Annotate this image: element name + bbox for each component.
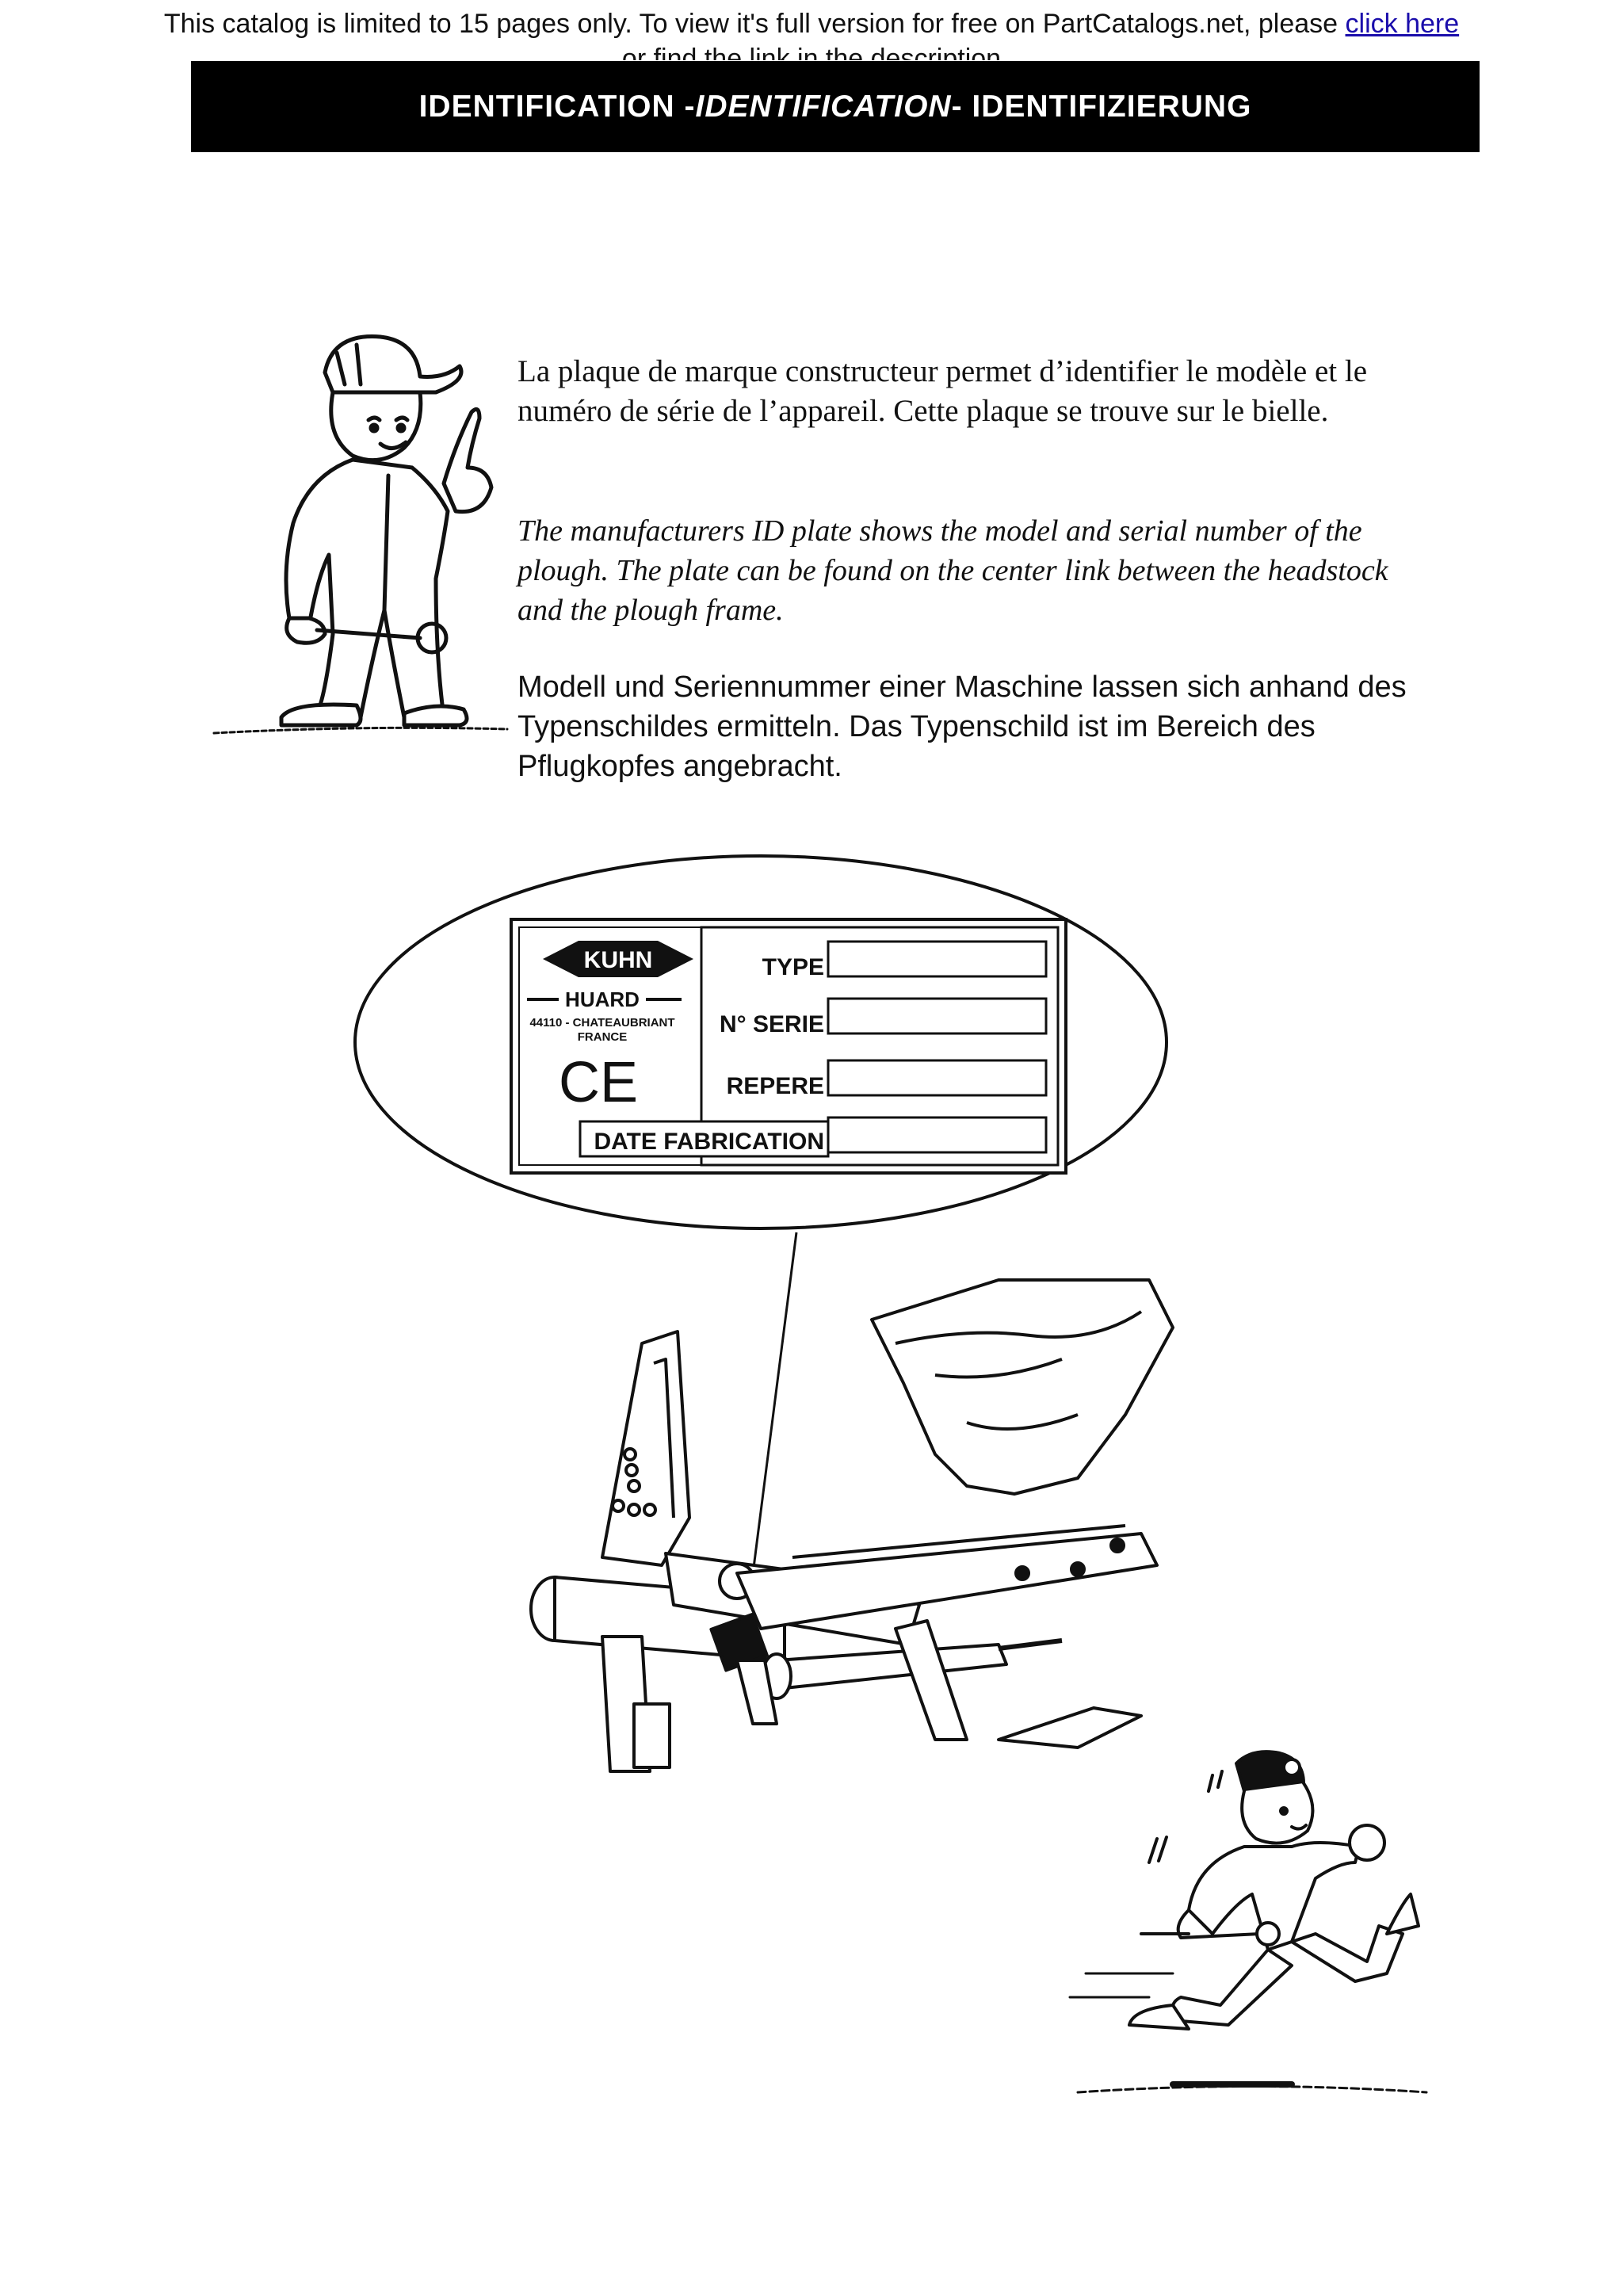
running-mechanic-illustration — [1068, 1750, 1428, 2094]
page-title-banner: IDENTIFICATION - IDENTIFICATION - IDENTI… — [191, 61, 1480, 152]
plate-country: FRANCE — [578, 1030, 628, 1044]
field-date-label: DATE FABRICATION — [594, 1129, 824, 1155]
title-fr: IDENTIFICATION - — [418, 89, 696, 124]
id-plate-callout: KUHN HUARD 44110 - CHATEAUBRIANT FRANCE … — [353, 854, 1168, 1230]
notice-text-2: or find the link in the description — [621, 44, 1002, 60]
field-repere-label: REPERE — [727, 1073, 824, 1099]
plate-brand: KUHN — [584, 947, 653, 973]
mechanic-pointing-illustration — [212, 334, 509, 735]
paragraph-english: The manufacturers ID plate shows the mod… — [517, 514, 1388, 627]
field-repere-box — [827, 1059, 1048, 1097]
field-serial-label: N° SERIE — [720, 1011, 824, 1037]
notice-text: This catalog is limited to 15 pages only… — [163, 9, 1346, 39]
field-date-box — [827, 1116, 1048, 1154]
id-plate: KUHN HUARD 44110 - CHATEAUBRIANT FRANCE … — [510, 918, 1067, 1175]
field-serial-box — [827, 997, 1048, 1035]
paragraph-french: La plaque de marque constructeur permet … — [517, 354, 1368, 428]
field-type-box — [827, 940, 1048, 978]
title-en: IDENTIFICATION — [695, 89, 952, 124]
click-here-link[interactable]: click here — [1345, 9, 1460, 39]
plough-headstock-illustration — [529, 1232, 1174, 1773]
paragraph-german: Modell und Seriennummer einer Maschine l… — [517, 670, 1407, 783]
plate-address: 44110 - CHATEAUBRIANT — [529, 1016, 674, 1030]
kuhn-logo: KUHN — [543, 941, 693, 977]
ce-mark: CE — [559, 1051, 638, 1114]
field-type-label: TYPE — [762, 954, 824, 980]
catalog-notice: This catalog is limited to 15 pages only… — [0, 6, 1623, 60]
plate-sub-brand: HUARD — [565, 988, 640, 1011]
title-de: - IDENTIFIZIERUNG — [951, 89, 1252, 124]
